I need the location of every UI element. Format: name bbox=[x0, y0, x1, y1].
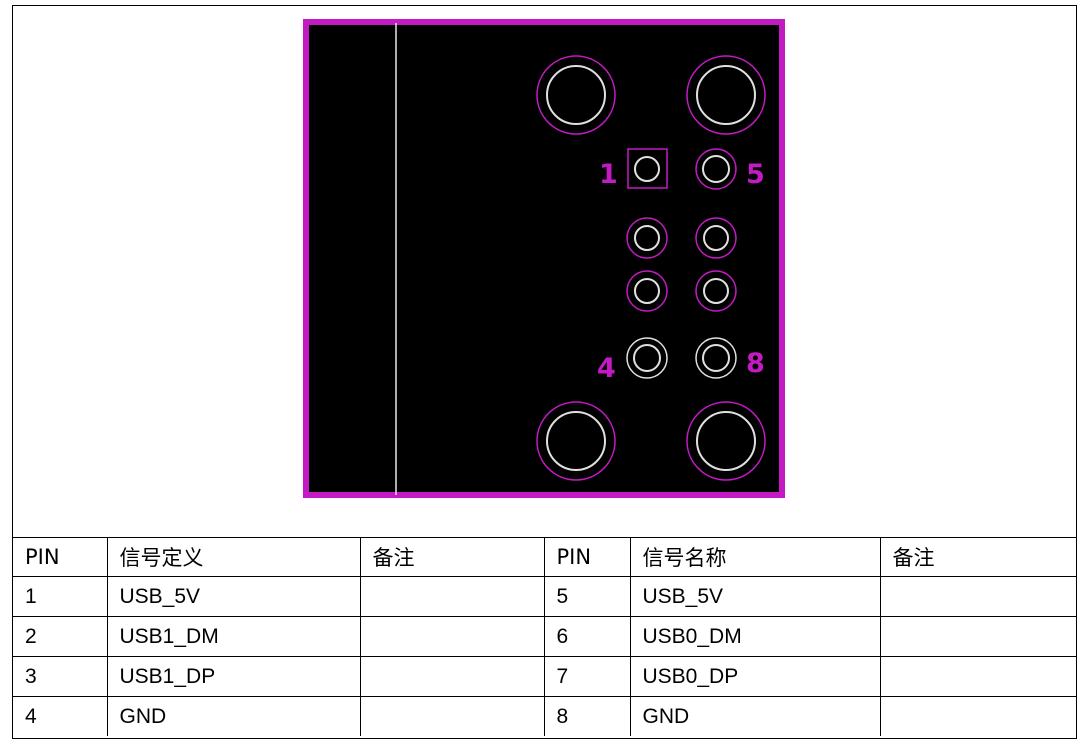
cell-pin: 6 bbox=[543, 616, 631, 657]
pin-label-1: 1 bbox=[599, 159, 618, 190]
header-pin: PIN bbox=[13, 537, 108, 577]
table-row: 1 USB_5V 5 USB_5V bbox=[13, 576, 1076, 617]
board-outline bbox=[303, 19, 785, 498]
cell-remark bbox=[359, 656, 545, 697]
pin-label-4: 4 bbox=[597, 353, 616, 384]
mounting-hole-bottom-right bbox=[686, 401, 766, 481]
pin-label-5: 5 bbox=[746, 159, 765, 190]
pad-pin-4 bbox=[626, 337, 668, 379]
pad-pin-2 bbox=[626, 217, 668, 259]
pad-pin-7 bbox=[695, 270, 737, 312]
cell-signal: USB_5V bbox=[629, 576, 881, 617]
cell-signal: GND bbox=[629, 696, 881, 736]
pad-pin-1 bbox=[627, 148, 668, 189]
cell-remark bbox=[879, 656, 1076, 697]
header-pin-2: PIN bbox=[543, 537, 631, 577]
mounting-hole-top-left bbox=[536, 55, 616, 135]
mounting-hole-bottom-left bbox=[536, 401, 616, 481]
cell-pin: 8 bbox=[543, 696, 631, 736]
table-row: 2 USB1_DM 6 USB0_DM bbox=[13, 616, 1076, 657]
cell-remark bbox=[359, 696, 545, 736]
cell-signal: USB0_DP bbox=[629, 656, 881, 697]
pad-pin-8 bbox=[695, 337, 737, 379]
pad-pin-6 bbox=[695, 217, 737, 259]
cell-pin: 7 bbox=[543, 656, 631, 697]
pin-label-8: 8 bbox=[746, 348, 765, 379]
pad-pin-5 bbox=[695, 148, 737, 190]
cell-pin: 3 bbox=[13, 656, 108, 697]
table-row: 3 USB1_DP 7 USB0_DP bbox=[13, 656, 1076, 697]
header-remarks: 备注 bbox=[359, 537, 545, 577]
cell-signal: USB_5V bbox=[106, 576, 361, 617]
board-background bbox=[303, 19, 785, 498]
document-frame: 1 5 4 8 PIN 信号定义 备注 PIN 信号名称 备注 1 USB_5V… bbox=[12, 5, 1077, 739]
cell-pin: 1 bbox=[13, 576, 108, 617]
header-signal-definition: 信号定义 bbox=[106, 537, 361, 577]
cell-pin: 4 bbox=[13, 696, 108, 736]
mounting-hole-top-right bbox=[686, 55, 766, 135]
header-remarks-2: 备注 bbox=[879, 537, 1076, 577]
cell-signal: GND bbox=[106, 696, 361, 736]
cell-pin: 2 bbox=[13, 616, 108, 657]
pad-pin-3 bbox=[626, 270, 668, 312]
table-row: 4 GND 8 GND bbox=[13, 696, 1076, 736]
cell-pin: 5 bbox=[543, 576, 631, 617]
pin-definition-table: PIN 信号定义 备注 PIN 信号名称 备注 1 USB_5V 5 USB_5… bbox=[13, 537, 1076, 736]
cell-remark bbox=[359, 576, 545, 617]
table-header-row: PIN 信号定义 备注 PIN 信号名称 备注 bbox=[13, 537, 1076, 577]
cell-remark bbox=[879, 576, 1076, 617]
header-signal-name: 信号名称 bbox=[629, 537, 881, 577]
cell-signal: USB0_DM bbox=[629, 616, 881, 657]
cell-remark bbox=[879, 696, 1076, 736]
cell-remark bbox=[879, 616, 1076, 657]
cell-signal: USB1_DP bbox=[106, 656, 361, 697]
pcb-footprint-image: 1 5 4 8 bbox=[303, 19, 785, 498]
pcb-footprint-svg: 1 5 4 8 bbox=[303, 19, 785, 498]
cell-remark bbox=[359, 616, 545, 657]
pcb-figure-area: 1 5 4 8 bbox=[13, 6, 1076, 538]
cell-signal: USB1_DM bbox=[106, 616, 361, 657]
